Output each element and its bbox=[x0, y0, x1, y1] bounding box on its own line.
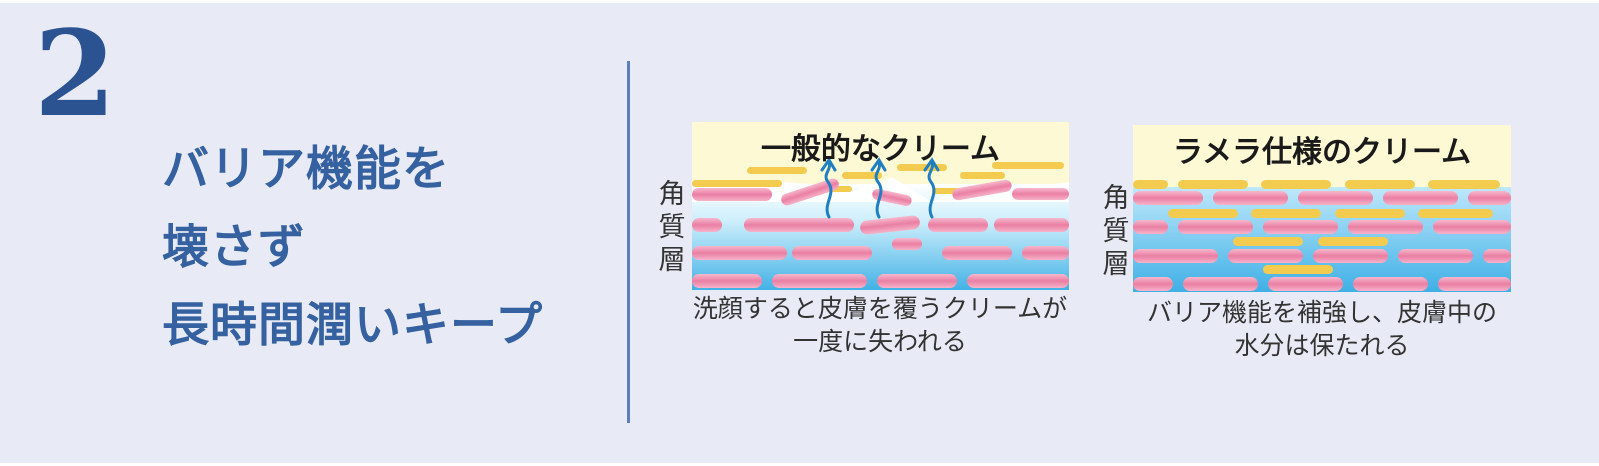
lamellar-cream-illustration bbox=[1133, 125, 1511, 292]
label-char: 角 bbox=[658, 179, 686, 210]
caption-line-2: 一度に失われる bbox=[793, 327, 967, 356]
stratum-corneum-label-right: 角 質 層 bbox=[1101, 182, 1131, 281]
headline-line-1: バリア機能を bbox=[162, 142, 450, 197]
diagram-regular-cream: 一般的なクリーム bbox=[692, 122, 1069, 290]
feature-headline: バリア機能を 壊さず 長時間潤いキープ bbox=[162, 131, 612, 365]
regular-cream-illustration bbox=[692, 122, 1069, 290]
feature-panel: 2 バリア機能を 壊さず 長時間潤いキープ 角 質 層 bbox=[0, 3, 1599, 463]
diagram-lamellar-cream: ラメラ仕様のクリーム bbox=[1133, 125, 1511, 292]
diagram-title-lamellar: ラメラ仕様のクリーム bbox=[1172, 135, 1472, 170]
label-char: 質 bbox=[1102, 216, 1130, 247]
stratum-corneum-label-left: 角 質 層 bbox=[657, 178, 687, 277]
caption-line-1: バリア機能を補強し、皮膚中の bbox=[1146, 298, 1497, 327]
vertical-divider bbox=[627, 61, 630, 423]
step-number: 2 bbox=[34, 4, 117, 143]
caption-line-2: 水分は保たれる bbox=[1234, 331, 1410, 360]
headline-line-3: 長時間潤いキープ bbox=[162, 298, 544, 353]
caption-lamellar-cream: バリア機能を補強し、皮膚中の 水分は保たれる bbox=[1117, 296, 1527, 362]
label-char: 角 bbox=[1102, 183, 1130, 214]
diagram-title-regular: 一般的なクリーム bbox=[760, 132, 1001, 167]
caption-regular-cream: 洗顔すると皮膚を覆うクリームが 一度に失われる bbox=[675, 292, 1085, 358]
evaporation-arrow-icon bbox=[820, 157, 940, 219]
label-char: 質 bbox=[658, 212, 686, 243]
label-char: 層 bbox=[658, 245, 686, 276]
caption-line-1: 洗顔すると皮膚を覆うクリームが bbox=[692, 294, 1068, 323]
label-char: 層 bbox=[1102, 249, 1130, 280]
headline-line-2: 壊さず bbox=[162, 220, 306, 275]
